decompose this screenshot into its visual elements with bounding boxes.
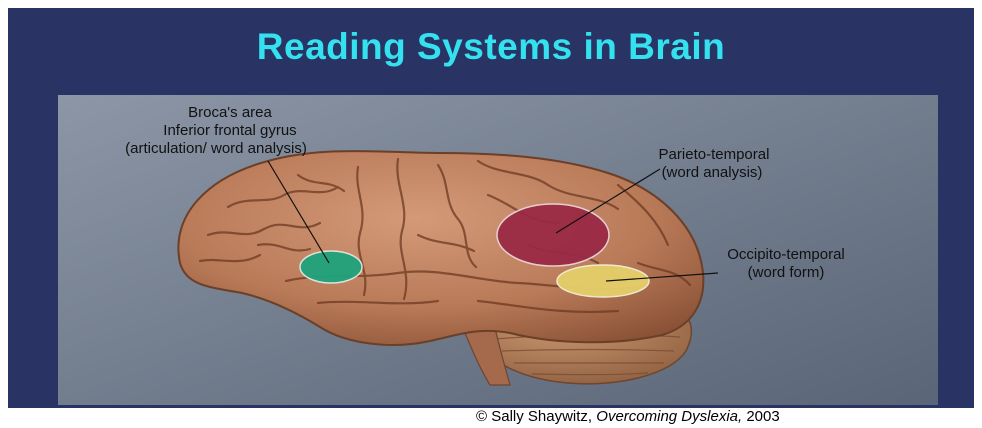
caption-book-title: Overcoming Dyslexia,	[596, 408, 742, 425]
broca-label-line2: Inferior frontal gyrus	[163, 122, 296, 139]
brain-illustration: Broca's area Inferior frontal gyrus (art…	[58, 95, 938, 405]
parieto-label: Parieto-temporal (word analysis)	[659, 146, 770, 181]
occipito-label-line1: Occipito-temporal	[727, 246, 845, 263]
parieto-temporal-region	[497, 204, 609, 266]
slide-title: Reading Systems in Brain	[0, 26, 982, 68]
copyright-symbol: ©	[476, 408, 487, 425]
parieto-label-line2: (word analysis)	[662, 164, 763, 181]
broca-label-line1: Broca's area	[188, 104, 272, 121]
occipito-temporal-region	[557, 265, 649, 297]
copyright-caption: © Sally Shaywitz, Overcoming Dyslexia, 2…	[476, 408, 780, 425]
caption-author: Sally Shaywitz,	[491, 408, 592, 425]
broca-area-region	[300, 251, 362, 283]
broca-label-line3: (articulation/ word analysis)	[125, 140, 307, 157]
occipito-label-line2: (word form)	[748, 264, 825, 281]
caption-year: 2003	[746, 408, 779, 425]
parieto-label-line1: Parieto-temporal	[659, 146, 770, 163]
